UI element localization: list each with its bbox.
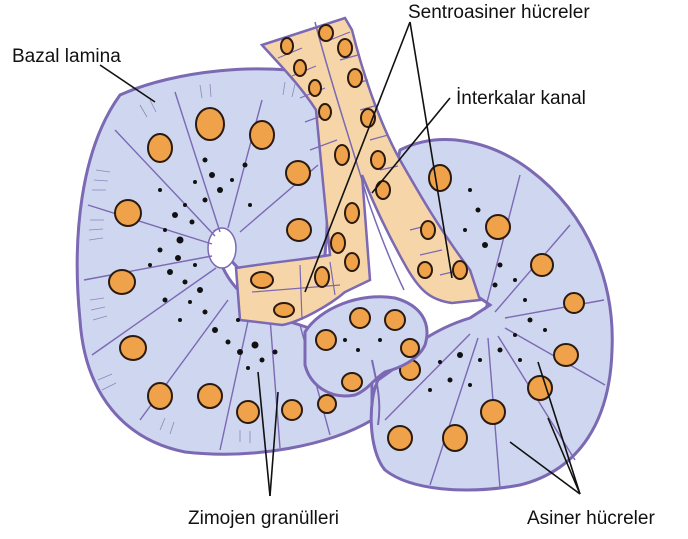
nucleus (109, 270, 135, 294)
nucleus (481, 400, 505, 424)
nucleus (251, 272, 273, 288)
nucleus (274, 303, 294, 317)
nucleus (286, 161, 310, 185)
nucleus (196, 108, 224, 140)
nucleus (198, 384, 222, 408)
nucleus (350, 308, 370, 328)
nucleus (309, 80, 321, 96)
nucleus (453, 261, 467, 279)
nucleus (388, 426, 412, 450)
label-basal-lamina: Bazal lamina (12, 46, 121, 68)
nucleus (345, 203, 359, 223)
nucleus (120, 336, 146, 360)
nucleus (148, 383, 172, 409)
nucleus (315, 267, 329, 287)
nucleus (148, 134, 172, 162)
nucleus (564, 293, 584, 313)
nucleus (316, 330, 336, 350)
nucleus (294, 60, 306, 76)
nucleus (319, 104, 331, 120)
nucleus (342, 373, 362, 391)
nucleus (348, 69, 362, 87)
label-centroacinar-cells: Sentroasiner hücreler (408, 2, 590, 24)
label-zymogen-granules: Zimojen granülleri (188, 508, 339, 530)
label-acinar-cells: Asiner hücreler (527, 508, 655, 530)
nucleus (281, 38, 293, 54)
nucleus (250, 121, 274, 149)
nucleus (287, 219, 311, 241)
nucleus (282, 400, 302, 420)
nucleus (401, 339, 419, 357)
nucleus (486, 215, 510, 239)
nucleus (443, 425, 467, 451)
nucleus (345, 253, 359, 271)
nucleus (421, 221, 435, 239)
nucleus (554, 344, 578, 366)
nucleus (318, 395, 336, 413)
nucleus (385, 310, 405, 330)
nucleus (237, 401, 259, 423)
nucleus (338, 39, 352, 57)
nucleus (418, 262, 432, 278)
nucleus (531, 254, 553, 276)
nucleus (115, 200, 141, 226)
nucleus (429, 165, 451, 191)
nucleus (335, 145, 349, 165)
nucleus (371, 151, 385, 169)
nucleus (319, 25, 333, 41)
label-intercalated-duct: İnterkalar kanal (456, 88, 586, 110)
nucleus (331, 233, 345, 253)
nucleus (376, 181, 390, 199)
